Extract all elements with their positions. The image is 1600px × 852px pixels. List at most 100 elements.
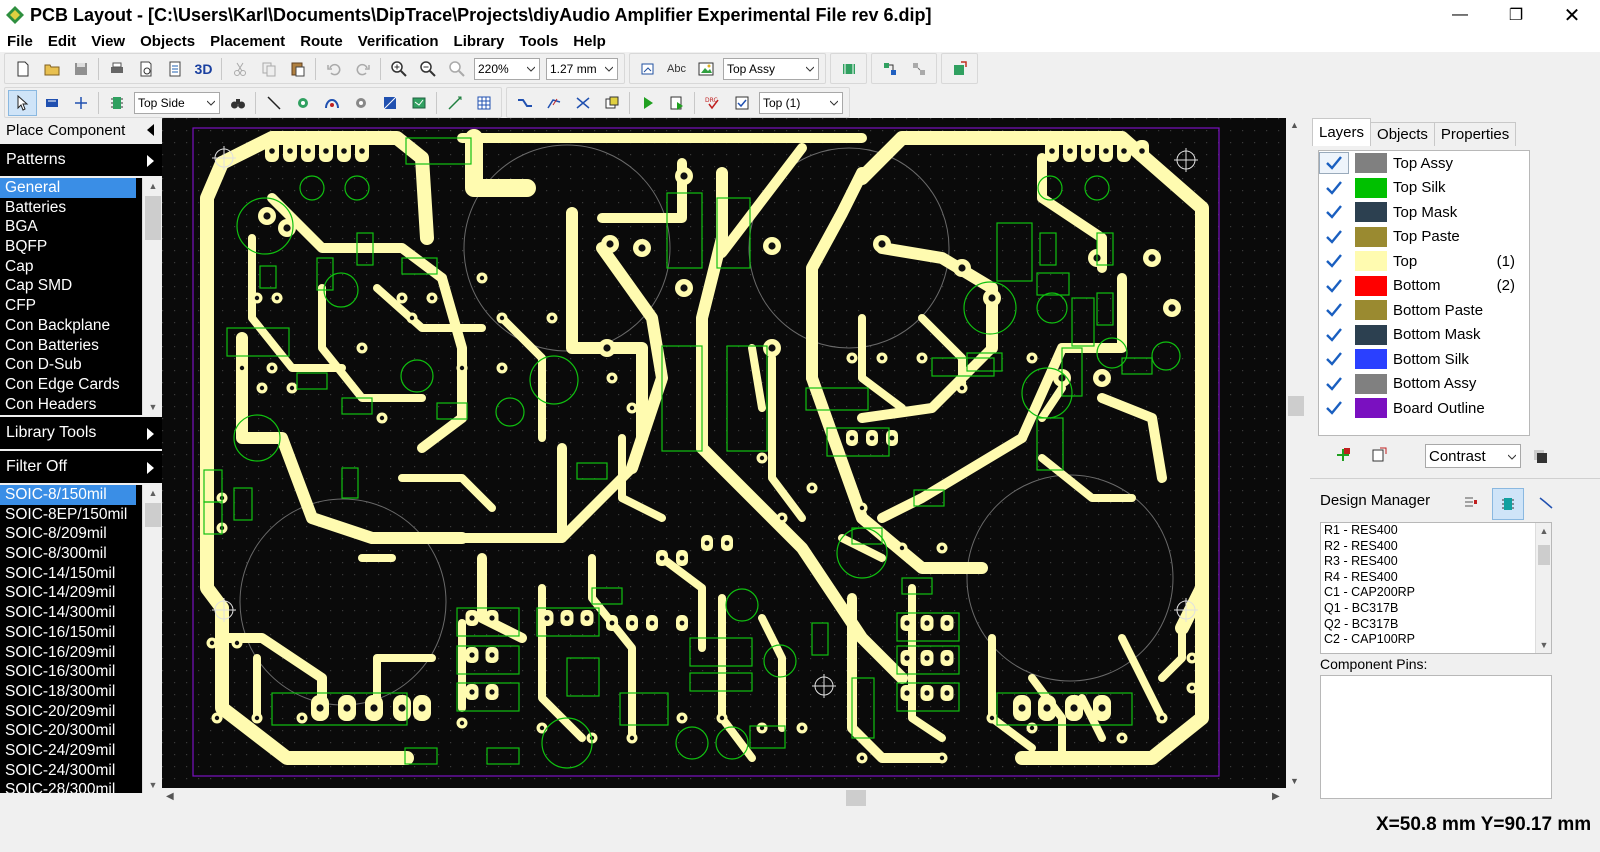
contrast-select[interactable]: Contrast	[1425, 444, 1521, 468]
ratsnest-button[interactable]	[904, 56, 933, 82]
route-interactive-button[interactable]	[539, 90, 568, 116]
dm-routes-button[interactable]	[1532, 488, 1560, 516]
layer-row[interactable]: Top Paste	[1319, 225, 1529, 250]
library-groups-scrollbar[interactable]: ▲▼	[142, 178, 162, 415]
pattern-item[interactable]: SOIC-14/300mil	[5, 604, 116, 622]
layer-visible-checkbox[interactable]	[1319, 250, 1349, 272]
pattern-item[interactable]: SOIC-16/150mil	[5, 623, 116, 641]
tab-layers[interactable]: Layers	[1312, 118, 1372, 146]
pad-tool-button[interactable]	[288, 90, 317, 116]
layer-color-swatch[interactable]	[1355, 324, 1387, 345]
layer-color-swatch[interactable]	[1355, 300, 1387, 321]
pcb-canvas[interactable]	[162, 118, 1286, 788]
close-icon[interactable]: ✕	[1563, 4, 1581, 27]
view-layer-select[interactable]: Top Assy	[723, 57, 819, 80]
component-item[interactable]: R4 - RES400	[1324, 569, 1398, 584]
layer-color-swatch[interactable]	[1355, 373, 1387, 394]
component-item[interactable]: R1 - RES400	[1324, 523, 1398, 537]
pattern-item[interactable]: SOIC-18/300mil	[5, 682, 116, 700]
grid-select[interactable]: 1.27 mm	[546, 57, 618, 80]
minimize-icon[interactable]: —	[1452, 6, 1468, 23]
polygon-button[interactable]	[404, 90, 433, 116]
print-button[interactable]	[102, 56, 131, 82]
canvas-vertical-scrollbar[interactable]: ▲ ▼	[1286, 118, 1306, 788]
layer-color-swatch[interactable]	[1355, 202, 1387, 223]
pattern-item[interactable]: SOIC-20/209mil	[5, 702, 116, 720]
layer-color-swatch[interactable]	[1355, 153, 1387, 174]
canvas-horizontal-scrollbar[interactable]: ◀ ▶	[162, 788, 1306, 808]
copy-button[interactable]	[254, 56, 283, 82]
library-group-item[interactable]: General	[0, 178, 136, 198]
zoom-select[interactable]: 220%	[474, 57, 540, 80]
place-component-header[interactable]: Place Component	[0, 118, 162, 142]
route-manual-button[interactable]	[510, 90, 539, 116]
pattern-item[interactable]: SOIC-8/209mil	[5, 525, 107, 543]
dimension-button[interactable]	[440, 90, 469, 116]
pattern-item[interactable]: SOIC-24/300mil	[5, 761, 116, 779]
layer-visible-checkbox[interactable]	[1319, 348, 1349, 370]
layer-row[interactable]: Top(1)	[1319, 249, 1529, 274]
component-item[interactable]: Q2 - BC317B	[1324, 616, 1399, 631]
menu-file[interactable]: File	[7, 32, 33, 50]
zoom-fit-button[interactable]	[442, 56, 471, 82]
library-group-item[interactable]: BGA	[5, 218, 38, 236]
library-group-item[interactable]: Cap	[5, 257, 34, 275]
layer-visible-checkbox[interactable]	[1319, 299, 1349, 321]
undo-button[interactable]	[319, 56, 348, 82]
library-group-item[interactable]: BQFP	[5, 238, 48, 256]
cut-button[interactable]	[225, 56, 254, 82]
origin-button[interactable]	[66, 90, 95, 116]
line-tool-button[interactable]	[259, 90, 288, 116]
library-group-item[interactable]: Con Headers	[5, 395, 97, 413]
layer-visible-checkbox[interactable]	[1319, 373, 1349, 395]
layer-row[interactable]: Board Outline	[1319, 396, 1529, 421]
component-pins-list[interactable]	[1320, 675, 1552, 799]
add-layer-icon[interactable]	[1334, 446, 1352, 464]
layer-visible-checkbox[interactable]	[1319, 152, 1349, 175]
layer-row[interactable]: Top Silk	[1319, 176, 1529, 201]
layer-row[interactable]: Bottom Paste	[1319, 298, 1529, 323]
pan-button[interactable]	[37, 90, 66, 116]
layer-row[interactable]: Bottom Mask	[1319, 323, 1529, 348]
library-group-item[interactable]: Con D-Sub	[5, 356, 82, 374]
pcb-board[interactable]	[162, 118, 1286, 788]
via-tool-button[interactable]	[346, 90, 375, 116]
pattern-item[interactable]: SOIC-16/300mil	[5, 663, 116, 681]
menu-view[interactable]: View	[91, 32, 126, 50]
component-item[interactable]: C2 - CAP100RP	[1324, 632, 1416, 647]
layer-row[interactable]: Bottom Silk	[1319, 347, 1529, 372]
new-file-button[interactable]	[8, 56, 37, 82]
layer-row[interactable]: Top Assy	[1319, 151, 1529, 176]
layer-color-swatch[interactable]	[1355, 275, 1387, 296]
run-autorouter-button[interactable]	[633, 90, 662, 116]
layer-row[interactable]: Bottom Assy	[1319, 372, 1529, 397]
route-layer-select[interactable]: Top (1)	[759, 91, 843, 114]
dm-nets-button[interactable]	[1456, 488, 1484, 516]
zoom-in-button[interactable]	[384, 56, 413, 82]
layer-color-swatch[interactable]	[1355, 251, 1387, 272]
component-list-button[interactable]	[834, 56, 863, 82]
arc-tool-button[interactable]	[317, 90, 346, 116]
library-group-item[interactable]: Con Edge Cards	[5, 375, 120, 393]
select-button[interactable]	[8, 89, 37, 116]
place-component-button[interactable]	[102, 90, 131, 116]
export-button[interactable]	[160, 56, 189, 82]
pattern-item[interactable]: SOIC-14/209mil	[5, 584, 116, 602]
filter-button[interactable]: Filter Off	[0, 451, 162, 483]
pattern-item[interactable]: SOIC-24/209mil	[5, 741, 116, 759]
image-button[interactable]	[691, 56, 720, 82]
menu-tools[interactable]: Tools	[519, 32, 559, 50]
layer-display-icon[interactable]	[1532, 448, 1548, 464]
layer-color-swatch[interactable]	[1355, 349, 1387, 370]
layer-visible-checkbox[interactable]	[1319, 201, 1349, 223]
layer-setup-button[interactable]	[633, 56, 662, 82]
pattern-item[interactable]: SOIC-20/300mil	[5, 722, 116, 740]
library-group-item[interactable]: Cap SMD	[5, 277, 73, 295]
layer-row[interactable]: Top Mask	[1319, 200, 1529, 225]
restore-icon[interactable]: ❐	[1508, 7, 1524, 24]
text-tool-button[interactable]: Abc	[662, 56, 691, 82]
pcb-setup-button[interactable]	[945, 56, 974, 82]
